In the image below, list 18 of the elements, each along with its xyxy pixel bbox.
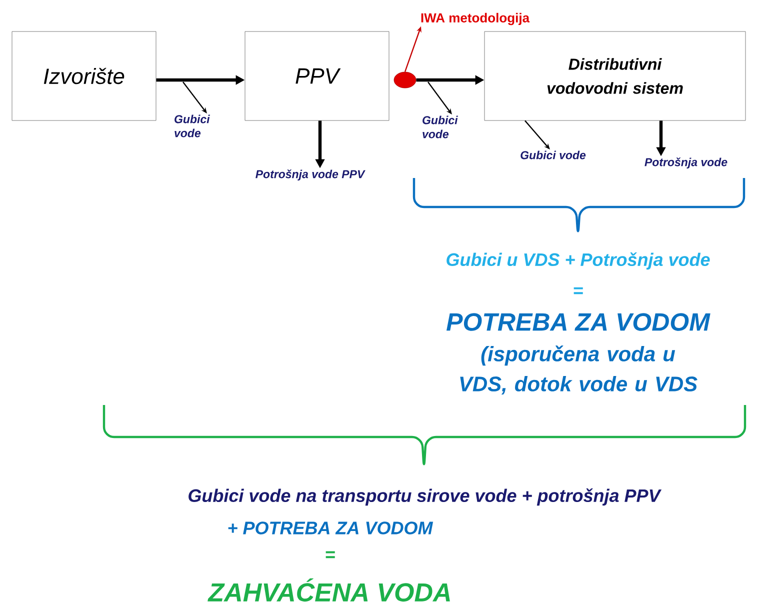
process-box: PPV <box>244 31 390 121</box>
equals-sign: = <box>326 551 335 558</box>
result-text: POTREBA ZA VODOM <box>446 313 710 331</box>
loss-label: Gubici vode <box>422 116 458 138</box>
formula-text: + POTREBA ZA VODOM <box>228 522 434 534</box>
consumption-label: Potrošnja vode PPV <box>256 170 366 180</box>
consumption-label: Potrošnja vode <box>644 158 728 168</box>
formula-text: Gubici vode na transportu sirove vode + potrošnja PPV <box>188 488 662 506</box>
loss-label: Gubici vode <box>174 114 210 138</box>
measurement-point <box>394 72 416 88</box>
process-box: Distributivni vodovodni sistem <box>484 31 746 121</box>
result-text: ZAHVAĆENA VODA <box>208 578 450 602</box>
process-box: Izvorište <box>12 31 156 121</box>
formula-text: Gubici u VDS + Potrošnja vode <box>446 252 710 270</box>
equals-sign: = <box>574 287 583 294</box>
method-label: IWA metodologija <box>421 12 530 26</box>
loss-label: Gubici vode <box>520 150 586 160</box>
note-text: (isporučena voda u VDS, dotok vode u VDS <box>460 346 698 394</box>
